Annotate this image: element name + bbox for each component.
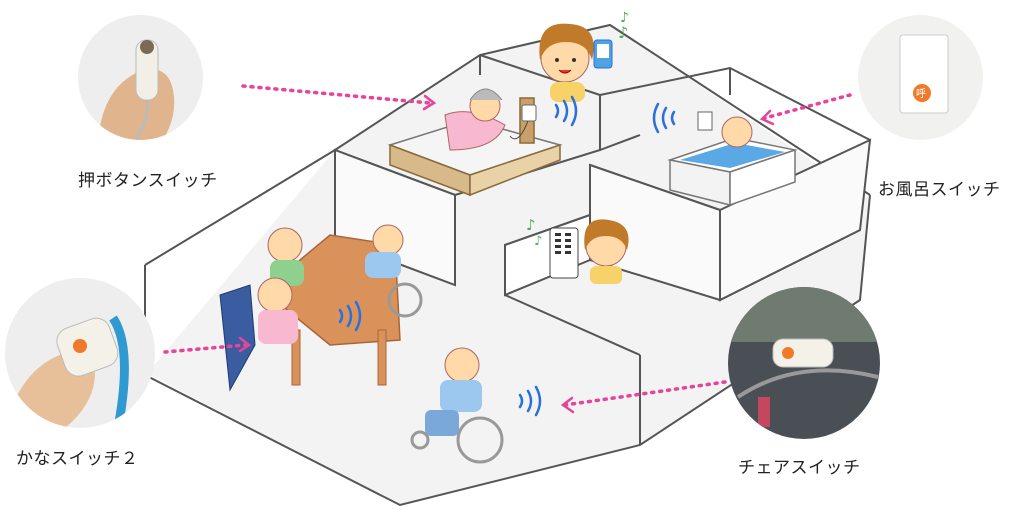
push-button-switch-label: 押ボタンスイッチ [78, 166, 218, 191]
connector-push-button [243, 86, 430, 103]
kana-switch-2-photo [5, 278, 155, 428]
bath-switch-photo: 呼 [858, 15, 983, 140]
kana-switch-2-label: かなスイッチ２ [16, 444, 139, 469]
call-button-glyph: 呼 [916, 88, 926, 100]
chair-switch-label: チェアスイッチ [738, 453, 861, 478]
music-note-icon: ♪ [620, 10, 629, 26]
music-note-icon: ♪ [534, 234, 542, 249]
bath-switch-label: お風呂スイッチ [878, 175, 1001, 200]
push-button-switch-photo [78, 15, 203, 140]
connector-bath [765, 95, 850, 118]
chair-switch-photo [728, 287, 880, 439]
building-floor-plan [145, 25, 870, 505]
music-note-icon: ♪ [526, 216, 536, 234]
